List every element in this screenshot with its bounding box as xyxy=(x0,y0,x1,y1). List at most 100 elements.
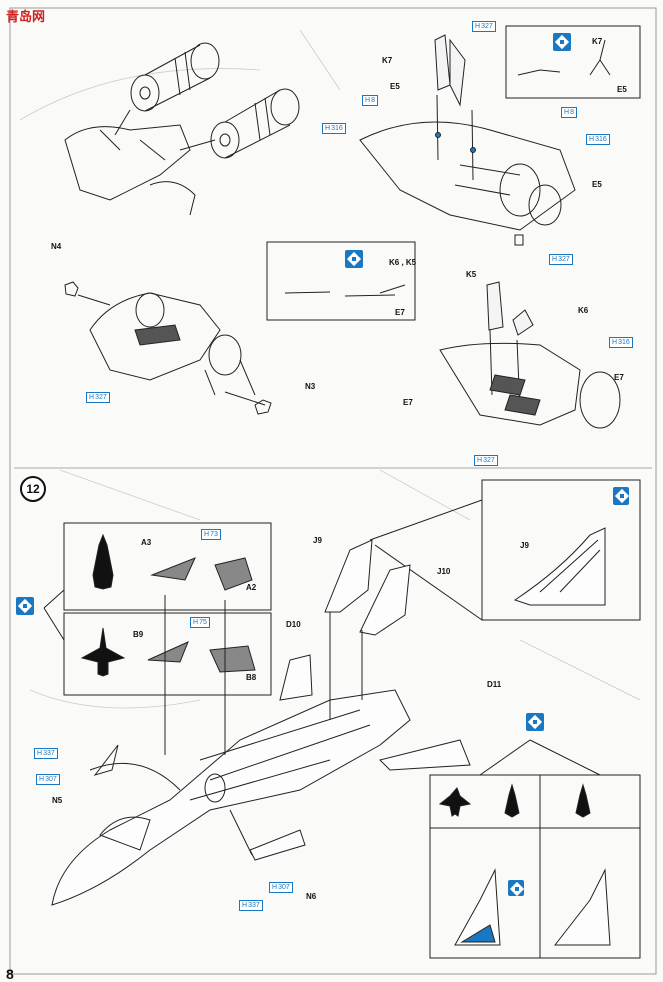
paint-code-h316: H316 xyxy=(322,123,346,134)
paint-prefix: H xyxy=(39,776,45,783)
inset-box-j9 xyxy=(481,479,641,621)
paint-code-h307: H307 xyxy=(269,882,293,893)
aircraft-silhouette-small-c xyxy=(575,783,591,818)
engine-nozzle-left xyxy=(130,42,220,112)
label-d11: D11 xyxy=(487,680,502,689)
paint-code-h8: H8 xyxy=(561,107,577,118)
aircraft-silhouette-swept xyxy=(92,533,114,590)
paint-prefix: H xyxy=(193,619,199,626)
paint-code-h75: H75 xyxy=(190,617,210,628)
paint-prefix: H xyxy=(564,109,570,116)
option-symbol-icon xyxy=(526,713,544,731)
label-j10: J10 xyxy=(437,567,451,576)
label-e7: E7 xyxy=(614,373,624,382)
engine-nozzle-right xyxy=(210,88,300,159)
paint-prefix: H xyxy=(475,23,481,30)
paint-code-h316: H316 xyxy=(586,134,610,145)
paint-prefix: H xyxy=(37,750,43,757)
label-j9-inset: J9 xyxy=(520,541,529,550)
paint-number: 327 xyxy=(481,23,493,30)
page-number: 8 xyxy=(6,966,14,982)
paint-code-h327: H327 xyxy=(86,392,110,403)
paint-code-h8: H8 xyxy=(362,95,378,106)
label-b9: B9 xyxy=(133,630,144,639)
paint-number: 327 xyxy=(558,256,570,263)
inset-box-a-parts xyxy=(63,522,272,611)
label-k7-inset: K7 xyxy=(592,37,603,46)
fin-j9 xyxy=(324,539,373,613)
site-watermark: 青岛网 xyxy=(6,10,46,25)
paint-code-h307: H307 xyxy=(36,774,60,785)
paint-number: 316 xyxy=(595,136,607,143)
label-e5: E5 xyxy=(592,180,602,189)
paint-number: 307 xyxy=(45,776,57,783)
inset-box-k7 xyxy=(505,25,641,99)
rear-fuselage-top-left xyxy=(64,109,216,216)
paint-code-h327: H327 xyxy=(472,21,496,32)
part-a3-shape xyxy=(150,557,196,581)
inset-box-b-parts xyxy=(63,612,272,696)
paint-code-h73: H73 xyxy=(201,529,221,540)
part-b8-shape xyxy=(209,645,256,673)
aircraft-silhouette-small-b xyxy=(504,783,520,818)
label-k7: K7 xyxy=(382,56,393,65)
paint-code-h327: H327 xyxy=(549,254,573,265)
paint-code-h316: H316 xyxy=(609,337,633,348)
paint-prefix: H xyxy=(204,531,210,538)
paint-number: 316 xyxy=(331,125,343,132)
paint-number: 316 xyxy=(618,339,630,346)
paint-prefix: H xyxy=(89,394,95,401)
paint-number: 73 xyxy=(210,531,218,538)
part-n3-shape xyxy=(254,399,272,415)
option-symbol-icon xyxy=(16,597,34,615)
part-d11-shape xyxy=(379,739,471,771)
rear-fuselage-n-group xyxy=(64,281,272,415)
label-j9: J9 xyxy=(313,536,322,545)
aircraft-silhouette-small-a xyxy=(438,787,472,817)
blue-decal-area xyxy=(460,924,496,943)
paint-code-h337: H337 xyxy=(34,748,58,759)
paint-prefix: H xyxy=(552,256,558,263)
tail-vent-assembly-top xyxy=(359,34,576,246)
paint-prefix: H xyxy=(272,884,278,891)
decal-marker-icon xyxy=(613,487,629,505)
label-e7: E7 xyxy=(403,398,413,407)
paint-prefix: H xyxy=(365,97,371,104)
paint-number: 8 xyxy=(371,97,375,104)
paint-prefix: H xyxy=(589,136,595,143)
label-b8: B8 xyxy=(246,673,257,682)
label-k6: K6 xyxy=(578,306,589,315)
paint-prefix: H xyxy=(325,125,331,132)
label-n4: N4 xyxy=(51,242,62,251)
paint-prefix: H xyxy=(242,902,248,909)
option-symbol-icon xyxy=(345,250,363,268)
step-number: 12 xyxy=(20,476,46,502)
fin-j10 xyxy=(359,564,411,636)
paint-number: 8 xyxy=(570,109,574,116)
paint-number: 337 xyxy=(43,750,55,757)
inset-box-k5k6 xyxy=(266,241,416,321)
label-k6-k5-inset: K6 , K5 xyxy=(389,258,417,267)
aircraft-fuselage xyxy=(51,689,471,906)
label-a3: A3 xyxy=(141,538,152,547)
tail-vent-assembly-mid xyxy=(439,281,621,429)
page-frame xyxy=(9,7,657,975)
paint-number: 327 xyxy=(483,457,495,464)
part-n4-shape xyxy=(64,281,79,297)
paint-number: 327 xyxy=(95,394,107,401)
paint-prefix: H xyxy=(612,339,618,346)
aircraft-silhouette-spread xyxy=(80,627,126,677)
label-e5-inset: E5 xyxy=(617,85,627,94)
option-symbol-icon xyxy=(553,33,571,51)
inset-k7-detail xyxy=(517,39,611,76)
label-a2: A2 xyxy=(246,583,257,592)
label-n3: N3 xyxy=(305,382,316,391)
paint-number: 337 xyxy=(248,902,260,909)
fin-d10 xyxy=(279,654,313,701)
inset-k5k6-detail xyxy=(284,284,406,297)
label-e7-inset: E7 xyxy=(395,308,405,317)
paint-prefix: H xyxy=(477,457,483,464)
label-e5: E5 xyxy=(390,82,400,91)
